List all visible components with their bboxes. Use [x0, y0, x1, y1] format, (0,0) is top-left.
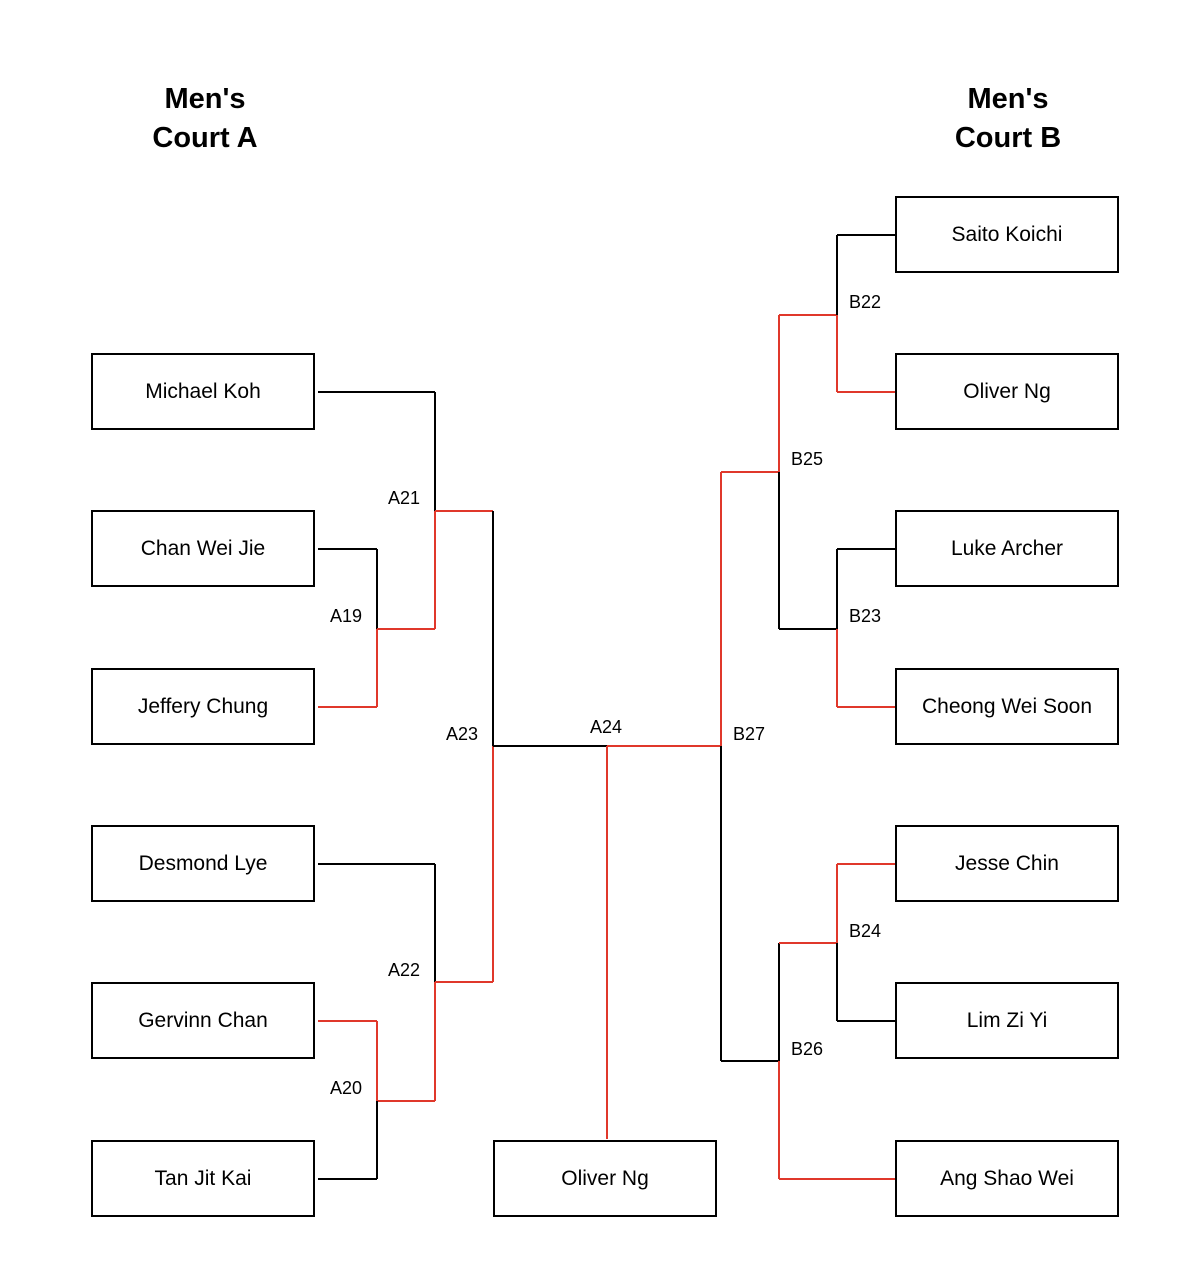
champion-name: Oliver Ng — [561, 1166, 649, 1190]
player-name: Desmond Lye — [138, 851, 268, 875]
match-label-a20: A20 — [330, 1078, 363, 1098]
court-b-title-line1: Men's — [967, 83, 1049, 115]
court-a-title-line1: Men's — [164, 83, 246, 115]
player-box-a6: Tan Jit Kai — [91, 1140, 315, 1217]
player-box-a5: Gervinn Chan — [91, 982, 315, 1059]
court-a-title: Men's Court A — [95, 80, 315, 158]
player-name: Chan Wei Jie — [140, 536, 266, 560]
match-label-a22: A22 — [388, 960, 421, 980]
player-name: Luke Archer — [950, 536, 1064, 560]
player-box-b6: Lim Zi Yi — [895, 982, 1119, 1059]
court-b-title-line2: Court B — [954, 122, 1062, 154]
player-box-b4: Cheong Wei Soon — [895, 668, 1119, 745]
match-label-a24: A24 — [590, 717, 623, 737]
player-name: Michael Koh — [145, 379, 261, 403]
match-label-a19: A19 — [330, 606, 363, 626]
match-label-a21: A21 — [388, 488, 421, 508]
court-a-title-line2: Court A — [152, 122, 258, 154]
match-label-b27: B27 — [733, 724, 766, 744]
match-label-b25: B25 — [791, 449, 824, 469]
champion-box: Oliver Ng — [493, 1140, 717, 1217]
player-box-a2: Chan Wei Jie — [91, 510, 315, 587]
player-box-a1: Michael Koh — [91, 353, 315, 430]
player-box-b2: Oliver Ng — [895, 353, 1119, 430]
player-box-a3: Jeffery Chung — [91, 668, 315, 745]
player-name: Oliver Ng — [963, 379, 1051, 403]
player-box-b7: Ang Shao Wei — [895, 1140, 1119, 1217]
player-name: Gervinn Chan — [138, 1008, 268, 1032]
player-name: Cheong Wei Soon — [921, 694, 1093, 718]
player-name: Lim Zi Yi — [966, 1008, 1048, 1032]
player-name: Ang Shao Wei — [940, 1166, 1074, 1190]
match-label-b26: B26 — [791, 1039, 824, 1059]
player-box-b5: Jesse Chin — [895, 825, 1119, 902]
player-name: Jesse Chin — [955, 851, 1059, 875]
player-box-b1: Saito Koichi — [895, 196, 1119, 273]
player-name: Jeffery Chung — [137, 694, 269, 718]
player-box-b3: Luke Archer — [895, 510, 1119, 587]
player-name: Saito Koichi — [951, 222, 1063, 246]
match-label-b24: B24 — [849, 921, 882, 941]
match-label-b22: B22 — [849, 292, 882, 312]
player-name: Tan Jit Kai — [154, 1166, 252, 1190]
player-box-a4: Desmond Lye — [91, 825, 315, 902]
court-b-title: Men's Court B — [898, 80, 1118, 158]
match-label-a23: A23 — [446, 724, 479, 744]
match-label-b23: B23 — [849, 606, 882, 626]
